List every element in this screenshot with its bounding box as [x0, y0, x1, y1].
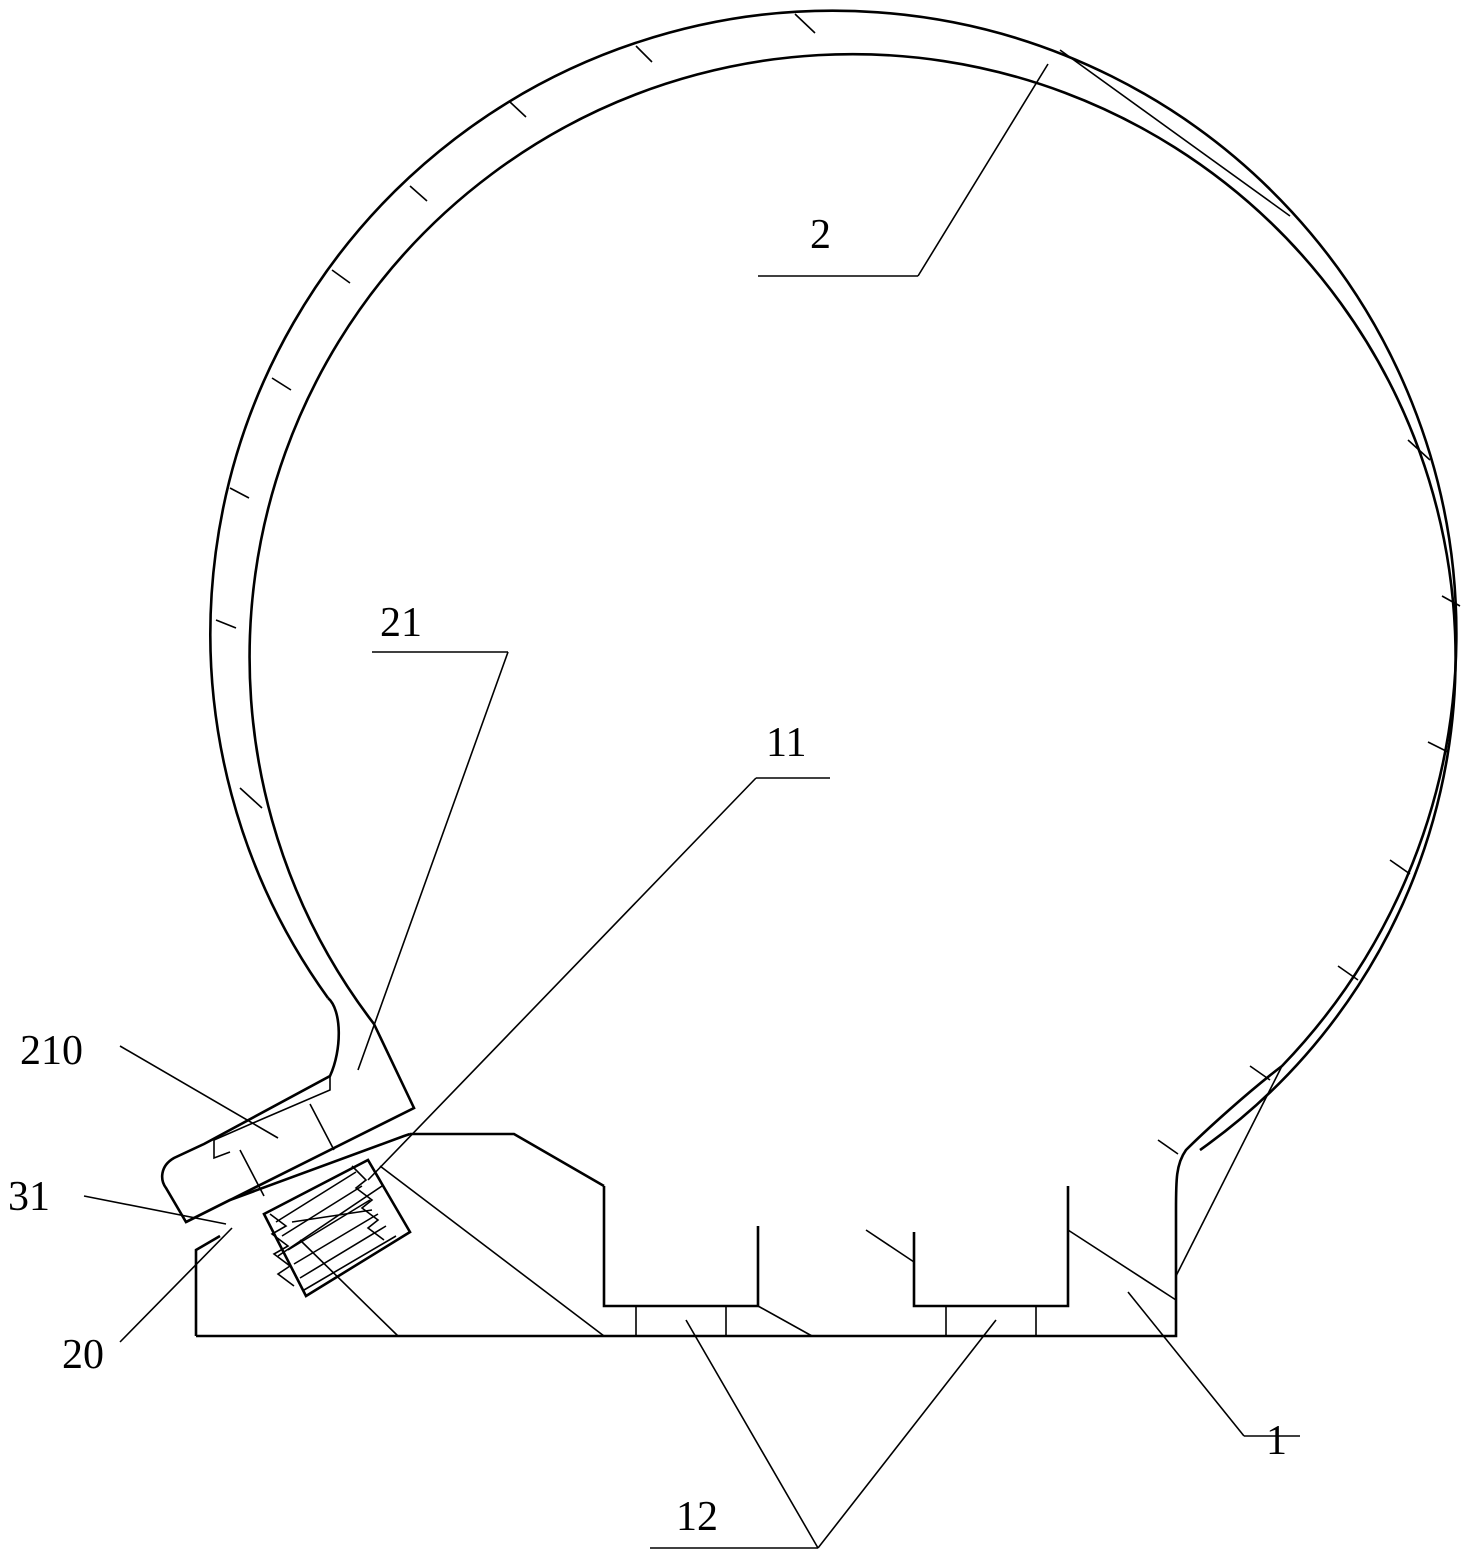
- hinge-tab-outline: [160, 997, 416, 1224]
- base-top-edge: [410, 1132, 605, 1188]
- leader-210: [119, 1045, 279, 1139]
- label-1: 1: [1266, 1418, 1287, 1464]
- recess-slots: [635, 1306, 1037, 1336]
- screw-body: [262, 1158, 412, 1298]
- leader-31: [83, 1195, 227, 1225]
- leader-11: [367, 777, 757, 1181]
- leader-lines: [83, 63, 1300, 1549]
- reference-numerals: 2 21 11 210 31 20 12 1: [8, 212, 1287, 1540]
- base-hatching: [299, 1165, 1177, 1337]
- label-11: 11: [766, 720, 806, 766]
- recess-12-right: [912, 1186, 1070, 1308]
- base-outline: [196, 1276, 1178, 1338]
- lever-20: [185, 1132, 411, 1224]
- label-21: 21: [380, 600, 422, 646]
- label-210: 210: [20, 1028, 83, 1074]
- base-left-wall: [194, 1234, 221, 1336]
- label-31: 31: [8, 1174, 50, 1220]
- hinge-tab: [160, 997, 416, 1224]
- hinge-tab-inner: [213, 1076, 331, 1160]
- band-tick-marks: [215, 13, 1461, 1155]
- screw-threads: [269, 1165, 397, 1291]
- label-12: 12: [676, 1494, 718, 1540]
- leader-12-b: [817, 1319, 997, 1549]
- clamp-band: [209, 9, 1461, 1276]
- leader-21: [357, 651, 509, 1071]
- label-2: 2: [810, 212, 831, 258]
- base-seat: [194, 1132, 1178, 1338]
- leader-20: [119, 1227, 233, 1343]
- leader-12-a: [685, 1319, 819, 1549]
- recess-12-left: [602, 1186, 760, 1308]
- leader-1-b: [1175, 1065, 1283, 1277]
- screw-31: [262, 1158, 412, 1298]
- band-outer-contour: [209, 9, 1458, 1276]
- leader-1: [1127, 1291, 1245, 1437]
- band-inner-contour: [248, 52, 1457, 1152]
- leader-2: [917, 63, 1049, 277]
- label-20: 20: [62, 1332, 104, 1378]
